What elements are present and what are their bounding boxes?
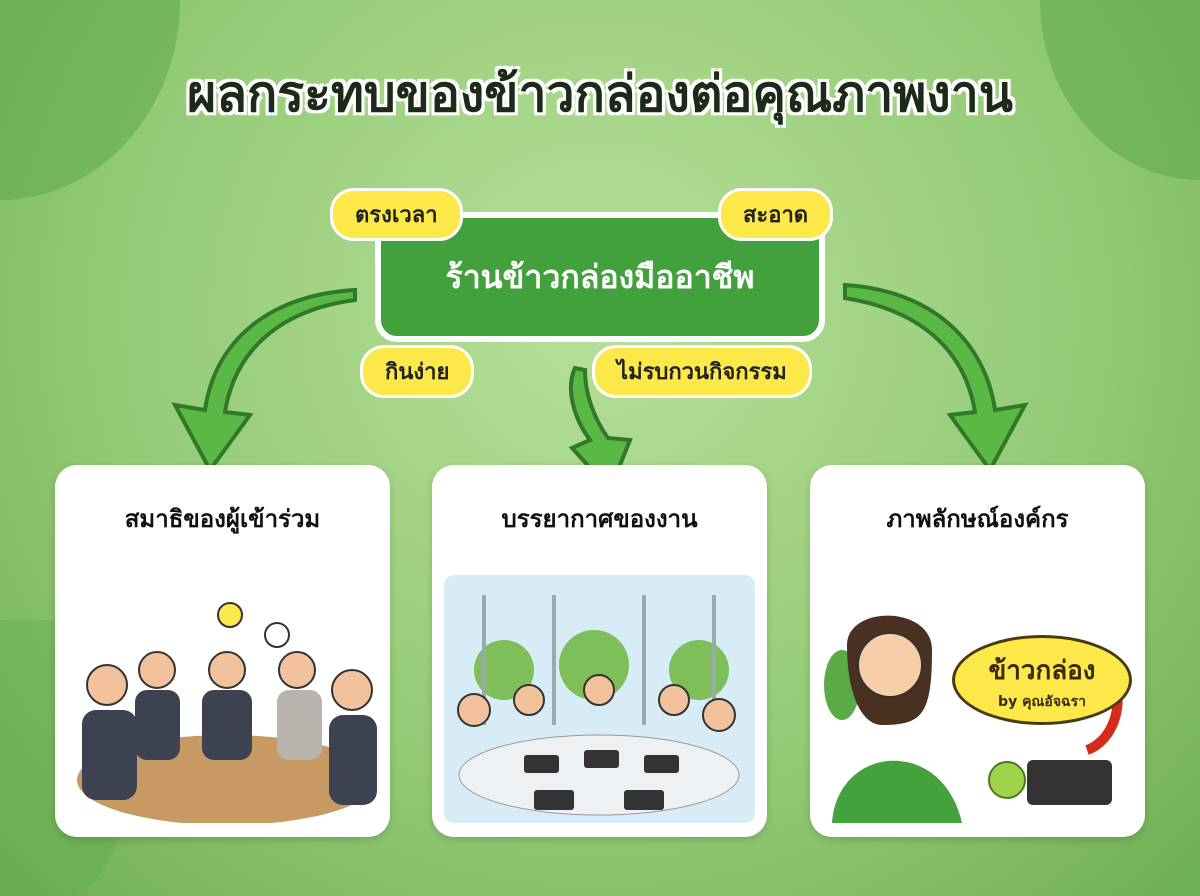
card-atmosphere: บรรยากาศของงาน: [432, 465, 767, 837]
arrow-right: [843, 282, 1029, 474]
card-title: บรรยากาศของงาน: [501, 505, 698, 533]
lightbulb-icon: [217, 602, 243, 628]
card-image: ภาพลักษณ์องค์กร ข้าวกล่อง by คุณอัจฉรา: [810, 465, 1145, 837]
question-icon: [264, 622, 290, 648]
arrow-left: [171, 287, 357, 474]
tag-easy-eat: กินง่าย: [360, 345, 475, 398]
brand-bubble: ข้าวกล่อง by คุณอัจฉรา: [952, 635, 1132, 725]
tag-clean: สะอาด: [718, 188, 834, 241]
conference-room-illustration: [444, 575, 755, 823]
brand-owner: by คุณอัจฉรา: [998, 694, 1086, 710]
card-focus: สมาธิของผู้เข้าร่วม: [55, 465, 390, 837]
card-title: ภาพลักษณ์องค์กร: [886, 505, 1069, 533]
tag-on-time: ตรงเวลา: [330, 188, 463, 241]
brand-name: ข้าวกล่อง: [988, 656, 1096, 686]
vendor-illustration: ข้าวกล่อง by คุณอัจฉรา: [822, 575, 1133, 823]
tag-no-disturb: ไม่รบกวนกิจกรรม: [592, 345, 812, 398]
meeting-illustration: [67, 575, 378, 823]
card-title: สมาธิของผู้เข้าร่วม: [124, 505, 321, 533]
page-title: ผลกระทบของข้าวกล่องต่อคุณภาพงาน: [187, 65, 1013, 123]
